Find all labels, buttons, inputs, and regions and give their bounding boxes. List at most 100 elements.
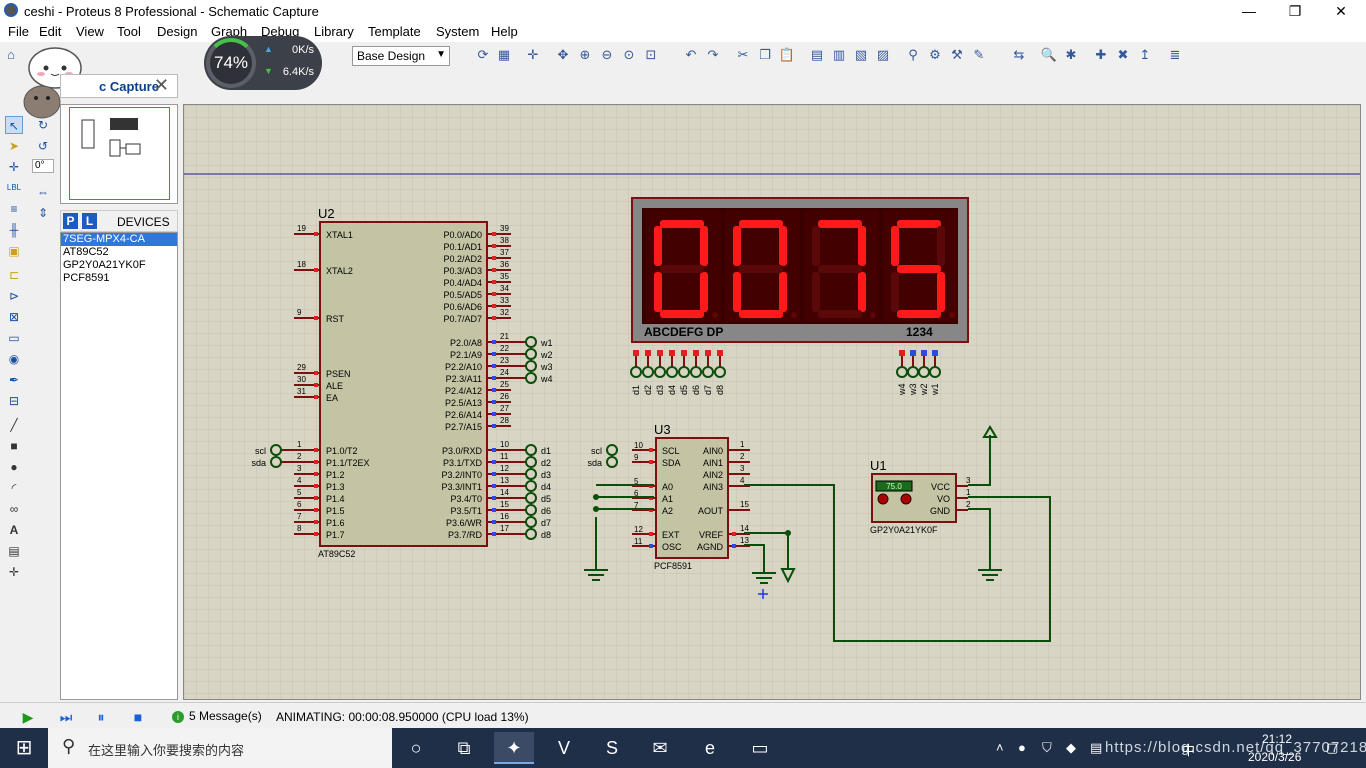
buses-icon[interactable]: ╫ (9, 223, 19, 237)
block-rotate-icon[interactable]: ▧ (854, 47, 868, 62)
terminal[interactable] (270, 444, 282, 456)
cut-icon[interactable]: ✂ (737, 47, 749, 62)
notifications-icon[interactable]: ▢ (1326, 740, 1339, 755)
terminal[interactable] (525, 528, 537, 540)
terminal[interactable] (525, 360, 537, 372)
proteus-taskbar-icon[interactable]: ✦ (494, 732, 534, 764)
zoom-area-icon[interactable]: ⊡ (645, 47, 657, 62)
mirror-y-icon[interactable]: ⇕ (37, 206, 49, 220)
exit-parent-icon[interactable]: ↥ (1139, 47, 1151, 62)
close-button[interactable]: ✕ (1335, 3, 1347, 19)
design-variant-select[interactable]: Base Design ▼ (352, 46, 450, 66)
menu-file[interactable]: File (8, 24, 29, 39)
menu-edit[interactable]: Edit (39, 24, 62, 39)
library-button[interactable]: L (82, 213, 97, 229)
terminal[interactable] (678, 366, 690, 378)
junction-dot-icon[interactable]: ✛ (8, 160, 20, 174)
terminal[interactable] (525, 516, 537, 528)
copy-icon[interactable]: ❐ (759, 47, 771, 62)
rotation-angle-field[interactable]: 0° (32, 159, 54, 173)
mirror-x-icon[interactable]: ⇔ (37, 185, 49, 199)
terminal[interactable] (929, 366, 941, 378)
at89c52-chip[interactable]: U2AT89C5219XTAL118XTAL29RST29PSEN30ALE31… (251, 206, 552, 559)
terminal[interactable] (525, 480, 537, 492)
terminal[interactable] (666, 366, 678, 378)
undo-icon[interactable]: ↶ (685, 47, 697, 62)
schematic-drawing[interactable]: U2AT89C5219XTAL118XTAL29RST29PSEN30ALE31… (184, 105, 1361, 700)
step-button[interactable]: ⏭ (59, 709, 73, 725)
menu-system[interactable]: System (436, 24, 480, 39)
graph-mode-icon[interactable]: ⊠ (8, 310, 20, 324)
terminal[interactable] (702, 366, 714, 378)
tab-schematic-capture[interactable]: c Capture ✕ (60, 74, 178, 98)
refresh-icon[interactable]: ⟳ (477, 47, 489, 62)
terminal[interactable] (690, 366, 702, 378)
path-tool-icon[interactable]: ∞ (9, 502, 19, 516)
tab-close-icon[interactable]: ✕ (153, 75, 169, 95)
grid-icon[interactable]: ▦ (497, 47, 511, 62)
play-button[interactable]: ▶ (22, 709, 34, 725)
terminal[interactable] (525, 336, 537, 348)
decompose-icon[interactable]: ✎ (973, 47, 985, 62)
terminal[interactable] (525, 456, 537, 468)
terminal[interactable] (654, 366, 666, 378)
symbol-tool-icon[interactable]: ▤ (8, 544, 20, 558)
terminal[interactable] (606, 456, 618, 468)
menu-template[interactable]: Template (368, 24, 421, 39)
windows-start-icon[interactable]: ⊞ (15, 737, 33, 759)
new-sheet-icon[interactable]: ✚ (1095, 47, 1107, 62)
pause-button[interactable]: ⏸ (97, 709, 105, 725)
cortana-icon[interactable]: ○ (410, 738, 422, 758)
generator-icon[interactable]: ◉ (8, 352, 20, 366)
marker-tool-icon[interactable]: ✛ (8, 565, 20, 579)
netlist-icon[interactable]: ≣ (1169, 47, 1181, 62)
redo-icon[interactable]: ↷ (707, 47, 719, 62)
search-tag-icon[interactable]: 🔍 (1040, 47, 1058, 62)
terminal[interactable] (525, 444, 537, 456)
menu-help[interactable]: Help (491, 24, 518, 39)
terminal[interactable] (270, 456, 282, 468)
task-view-icon[interactable]: ⧉ (457, 738, 471, 758)
terminal[interactable] (525, 468, 537, 480)
terminal[interactable] (525, 504, 537, 516)
menu-library[interactable]: Library (314, 24, 354, 39)
pan-icon[interactable]: ✥ (557, 47, 569, 62)
terminal[interactable] (642, 366, 654, 378)
wire-label-icon[interactable]: LBL (6, 183, 22, 192)
pcf8591-chip[interactable]: U3PCF859110SCL9SDA5A06A17A212EXT11OSC1AI… (587, 422, 750, 571)
rotate-cw-icon[interactable]: ↻ (37, 118, 49, 132)
clock-time[interactable]: 21:12 (1262, 732, 1293, 746)
device-item[interactable]: GP2Y0A21YK0F (63, 259, 146, 271)
wechat-icon[interactable]: ✉ (652, 738, 668, 758)
menu-design[interactable]: Design (157, 24, 198, 39)
property-tool-icon[interactable]: ✱ (1065, 47, 1077, 62)
search-input[interactable]: 在这里输入你要搜索的内容 (88, 743, 245, 758)
menu-view[interactable]: View (76, 24, 104, 39)
block-copy-icon[interactable]: ▤ (810, 47, 824, 62)
terminal[interactable] (714, 366, 726, 378)
text-script-icon[interactable]: ≡ (10, 202, 18, 216)
tray-expand-icon[interactable]: ˄ (996, 740, 1004, 755)
arc-tool-icon[interactable]: ◜ (11, 481, 17, 495)
terminal[interactable] (525, 372, 537, 384)
selection-mode-icon[interactable]: ↖ (5, 116, 23, 134)
overview-window[interactable] (60, 104, 178, 204)
taskbar-search[interactable]: ⚲ 在这里输入你要搜索的内容 (48, 728, 392, 768)
home-icon[interactable]: ⌂ (7, 47, 15, 62)
zoom-all-icon[interactable]: ⊙ (623, 47, 635, 62)
minimize-button[interactable]: — (1242, 3, 1256, 19)
make-device-icon[interactable]: ⚙ (929, 47, 941, 62)
line-tool-icon[interactable]: ╱ (10, 418, 18, 432)
maximize-button[interactable]: ❐ (1288, 3, 1302, 19)
zoom-out-icon[interactable]: ⊖ (601, 47, 613, 62)
paste-icon[interactable]: 📋 (778, 47, 796, 62)
menu-tool[interactable]: Tool (117, 24, 141, 39)
tray-wechat-icon[interactable]: ● (1018, 740, 1026, 755)
subcircuit-icon[interactable]: ▣ (8, 244, 20, 258)
remove-sheet-icon[interactable]: ✖ (1117, 47, 1129, 62)
tape-recorder-icon[interactable]: ▭ (8, 331, 20, 345)
device-item[interactable]: AT89C52 (63, 246, 109, 258)
